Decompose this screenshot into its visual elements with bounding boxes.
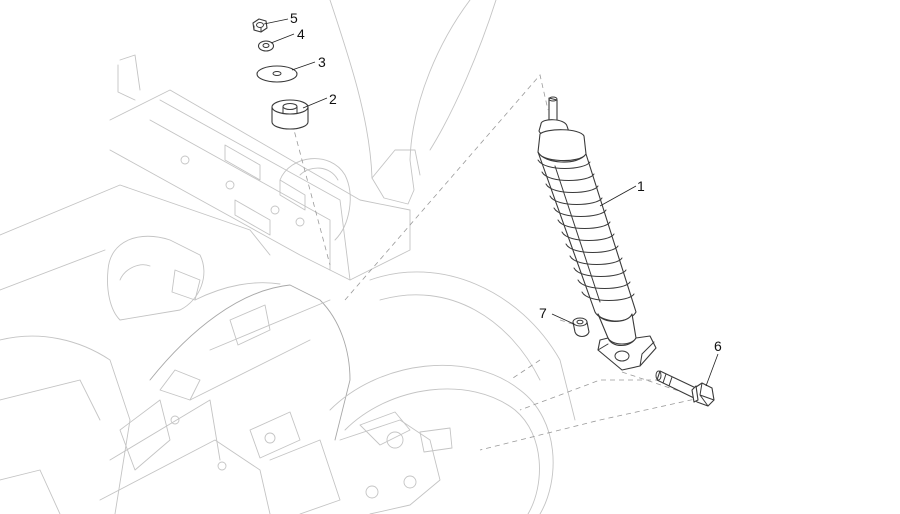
- callout-7: 7: [539, 305, 547, 321]
- callout-labels: 1 2 3 4 5 6 7: [290, 10, 722, 354]
- callout-6: 6: [714, 338, 722, 354]
- callout-1: 1: [637, 178, 645, 194]
- vehicle-frame-background: [0, 0, 576, 514]
- part-2-rubber-bush: [271, 99, 309, 130]
- part-4-spring-washer: [257, 40, 275, 52]
- callout-5: 5: [290, 10, 298, 26]
- callout-4: 4: [297, 26, 305, 42]
- leader-3: [291, 61, 316, 71]
- leader-5: [263, 18, 289, 25]
- part-7-bushing: [572, 317, 590, 338]
- part-5-nut: [252, 18, 268, 33]
- assembly-guide-lines: [289, 74, 702, 451]
- leader-7: [551, 313, 575, 325]
- part-1-shock-absorber: [537, 96, 657, 371]
- callout-3: 3: [318, 54, 326, 70]
- part-3-flat-washer: [256, 65, 298, 83]
- leader-2: [302, 97, 328, 109]
- callout-leaders: [263, 18, 719, 387]
- leader-1: [599, 185, 637, 207]
- callout-2: 2: [329, 91, 337, 107]
- leader-4: [270, 33, 295, 44]
- part-6-bolt: [655, 370, 715, 407]
- leader-6: [705, 353, 719, 387]
